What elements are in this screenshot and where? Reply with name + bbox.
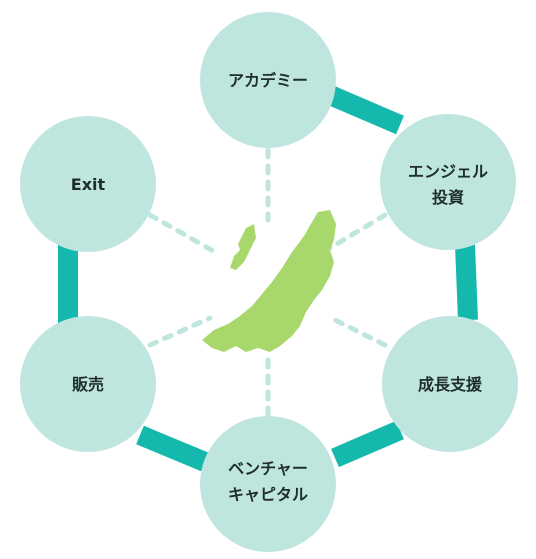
- ring-segment-vc-sales: [136, 425, 209, 472]
- spokes: [147, 147, 388, 418]
- node-sales[interactable]: [20, 316, 156, 452]
- spoke-growth: [332, 317, 388, 348]
- node-academy[interactable]: [200, 12, 336, 148]
- spoke-sales: [147, 315, 213, 348]
- label-exit: Exit: [71, 175, 106, 194]
- node-exit[interactable]: [20, 116, 156, 252]
- label-angel-line1: エンジェル: [408, 162, 488, 181]
- label-vc-line2: キャピタル: [228, 485, 308, 504]
- node-angel-investment[interactable]: [380, 114, 516, 250]
- ring-segment-academy-angel: [326, 85, 404, 135]
- node-venture-capital[interactable]: [200, 416, 336, 552]
- sado-island-shape: [230, 224, 256, 270]
- label-sales: 販売: [72, 375, 104, 394]
- label-vc-line1: ベンチャー: [228, 459, 308, 478]
- ring-segment-growth-vc: [331, 420, 404, 468]
- ring-segment-angel-growth: [455, 244, 478, 321]
- cycle-ring: [58, 85, 478, 472]
- spoke-exit: [147, 212, 218, 255]
- node-growth-support[interactable]: [382, 316, 518, 452]
- label-academy: アカデミー: [228, 71, 308, 90]
- spoke-angel: [327, 212, 388, 251]
- node-circles: [20, 12, 518, 552]
- mainland-shape: [202, 210, 336, 352]
- niigata-map-icon: [202, 210, 336, 352]
- label-angel-line2: 投資: [432, 188, 464, 207]
- label-growth-support: 成長支援: [418, 375, 483, 394]
